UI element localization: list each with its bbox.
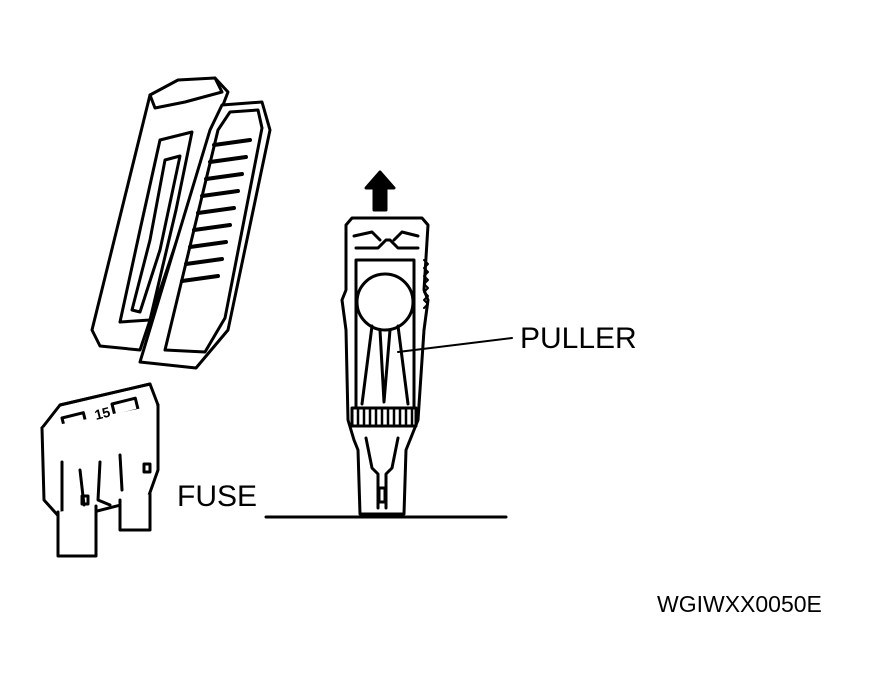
puller-tool-tilted	[90, 76, 272, 370]
fuse-label: FUSE	[177, 480, 258, 513]
puller-leader-line	[397, 337, 513, 353]
puller-label: PULLER	[520, 322, 637, 355]
figure-code: WGIWXX0050E	[657, 591, 822, 617]
grip-ribs	[180, 138, 252, 283]
blade-fuse	[40, 382, 160, 558]
puller-tool-upright	[340, 216, 430, 516]
pull-direction-arrow-icon	[364, 170, 396, 212]
fuse-rating-marking: 15	[93, 404, 112, 423]
